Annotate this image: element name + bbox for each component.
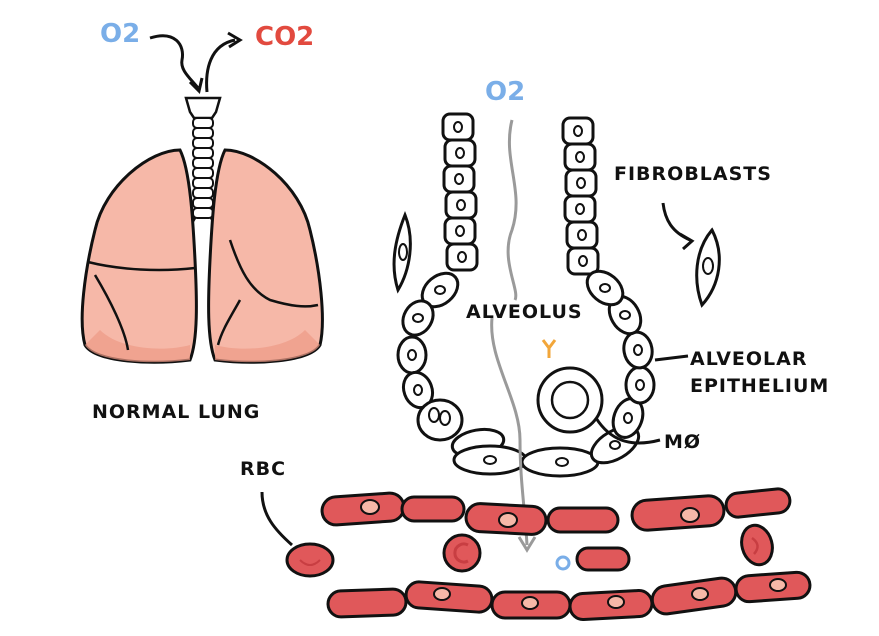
capillary-bottom bbox=[326, 570, 812, 621]
left-lung-fissure-horizontal bbox=[87, 260, 196, 272]
macrophage-cell bbox=[536, 366, 604, 434]
fibroblast-cells bbox=[392, 210, 721, 308]
o2-inhale-arrow bbox=[149, 34, 200, 89]
fibroblasts-pointer bbox=[661, 202, 691, 242]
gas-exchange-top: O2 CO2 bbox=[100, 19, 314, 94]
capillary-bottom-nuclei bbox=[433, 578, 787, 610]
o2-flow-arrowhead bbox=[517, 536, 537, 553]
o2-inhale-arrowhead bbox=[188, 77, 204, 94]
macrophage-label: MØ bbox=[664, 431, 701, 453]
right-airway-wall bbox=[561, 116, 600, 276]
antibody-icon bbox=[541, 339, 557, 358]
alveolar-epithelium-label-line2: EPITHELIUM bbox=[690, 375, 829, 397]
co2-exhale-arrowhead bbox=[227, 31, 243, 49]
fibroblasts-pointer-head bbox=[679, 232, 695, 251]
fibroblasts-label: FIBROBLASTS bbox=[614, 163, 772, 185]
co2-exhale-arrow bbox=[205, 38, 236, 93]
alveolus-label: ALVEOLUS bbox=[466, 301, 583, 323]
alveolar-epithelium-label-line1: ALVEOLAR bbox=[690, 348, 807, 370]
right-lung-fissure-lower bbox=[216, 299, 242, 346]
o2-molecule bbox=[555, 555, 571, 571]
left-lung-fissure-oblique bbox=[93, 274, 130, 351]
macrophage-pointer bbox=[594, 417, 661, 445]
normal-lung-caption: NORMAL LUNG bbox=[92, 401, 260, 423]
left-lung bbox=[80, 148, 198, 364]
o2-flow-path-upper bbox=[506, 119, 518, 301]
o2-label-alveolus: O2 bbox=[485, 77, 525, 107]
rbc-pointer bbox=[260, 491, 293, 547]
red-blood-cells bbox=[285, 523, 774, 578]
right-lung-fissure bbox=[228, 239, 319, 308]
co2-label-top: CO2 bbox=[255, 22, 314, 52]
normal-lung-illustration bbox=[80, 96, 324, 364]
rbc-label: RBC bbox=[240, 458, 286, 480]
right-lung-shade bbox=[215, 330, 320, 363]
left-airway-wall bbox=[441, 112, 479, 272]
o2-label-top: O2 bbox=[100, 19, 140, 49]
left-lung-shade bbox=[85, 330, 190, 363]
alveolar-epithelium-cells bbox=[396, 269, 656, 478]
capillary-top-nuclei bbox=[360, 499, 700, 528]
trachea bbox=[183, 96, 224, 236]
capillary-top bbox=[320, 487, 792, 536]
epithelium-pointer bbox=[654, 354, 689, 362]
